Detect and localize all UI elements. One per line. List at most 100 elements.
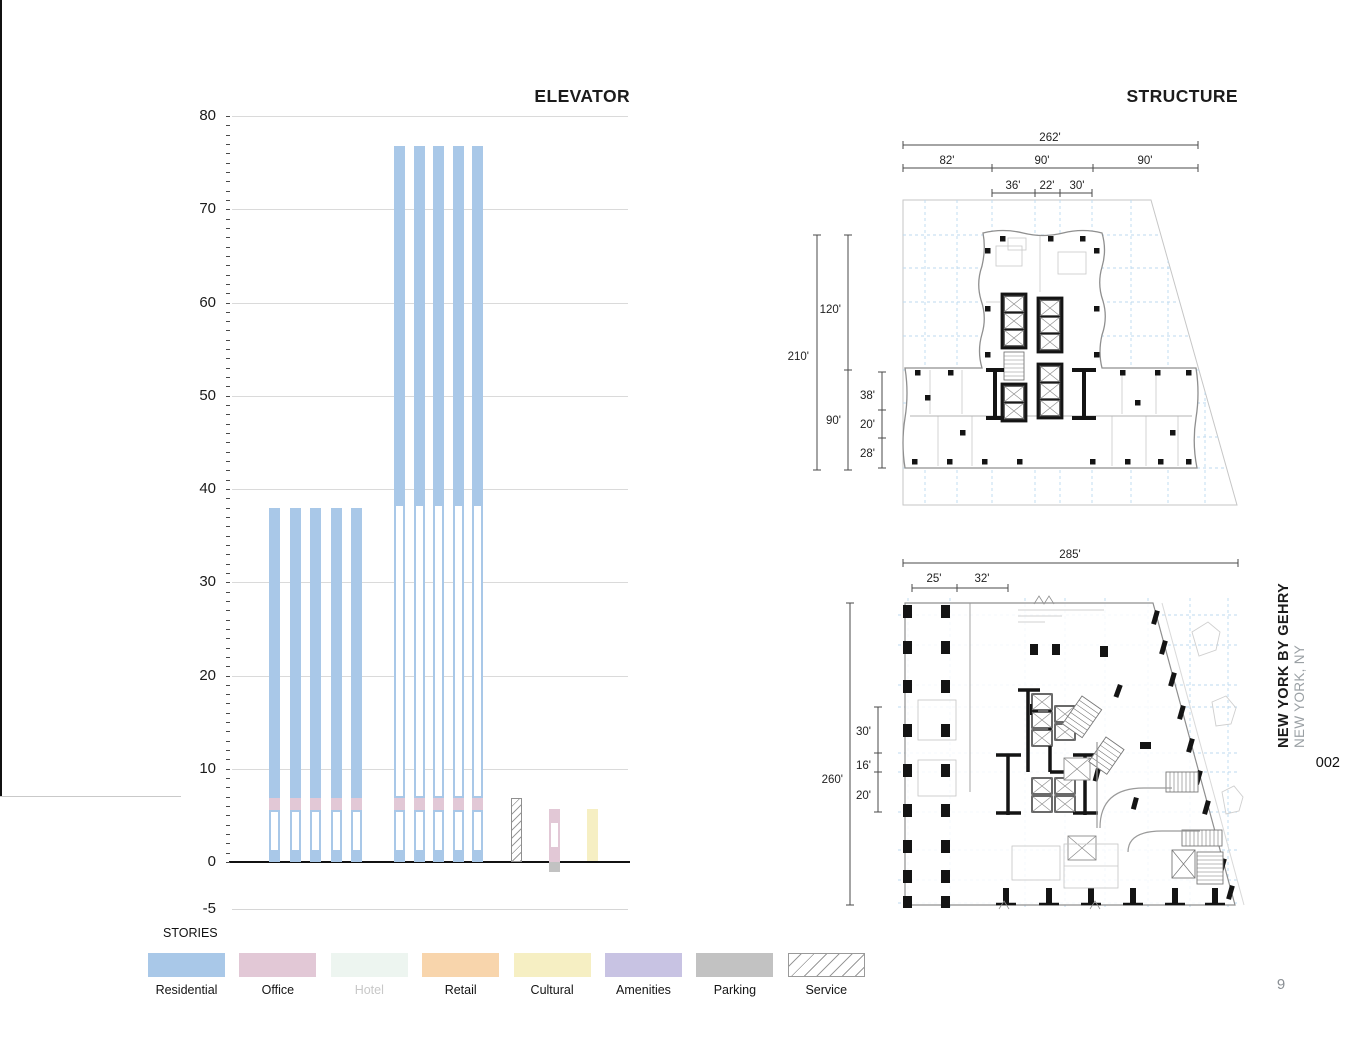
y-axis-minor-tick <box>226 852 230 854</box>
y-axis-minor-tick <box>226 647 230 649</box>
dim-core-depth-3: 20' <box>856 790 871 802</box>
low-rise-residential-elevator-residential-segment <box>269 507 280 798</box>
high-rise-residential-elevator-residential-segment <box>394 851 405 862</box>
legend-swatch-cultural <box>513 953 591 977</box>
dim-core-depth-1: 30' <box>856 726 871 738</box>
dim-overall-depth: 260' <box>822 774 843 786</box>
revolving-door-marks <box>998 595 1101 910</box>
y-axis-minor-tick <box>226 778 230 780</box>
y-axis-minor-tick <box>226 395 230 397</box>
y-axis-minor-tick <box>226 563 230 565</box>
elevator-core <box>996 688 1098 861</box>
high-rise-residential-elevator-residential-segment <box>452 503 464 798</box>
site-landscape <box>1191 621 1244 815</box>
y-axis-minor-tick <box>226 843 230 845</box>
dim-width-seg-1: 82' <box>940 155 955 167</box>
low-rise-residential-elevator-residential-segment <box>330 507 342 798</box>
y-axis-minor-tick <box>226 815 230 817</box>
y-axis-tick-label: 20 <box>199 666 216 684</box>
y-axis-minor-tick <box>226 507 230 509</box>
low-rise-residential-elevator-residential-segment <box>351 507 362 798</box>
y-axis-minor-tick <box>226 684 230 686</box>
y-axis-minor-tick <box>226 666 230 668</box>
y-axis-tick-label: 80 <box>199 107 216 124</box>
dimension-lines <box>813 141 1199 471</box>
legend-swatch-retail <box>422 953 500 977</box>
y-axis-minor-tick <box>226 218 230 220</box>
low-rise-residential-elevator-residential-segment <box>330 809 342 852</box>
y-axis-minor-tick <box>226 806 230 808</box>
legend-swatch-parking <box>696 953 774 977</box>
low-rise-residential-elevator-office-segment <box>351 797 362 810</box>
y-axis-minor-tick <box>226 759 230 761</box>
chart-gridline <box>232 302 628 304</box>
y-axis-minor-tick <box>226 321 230 323</box>
y-axis-minor-tick <box>226 377 230 379</box>
low-rise-residential-elevator-office-segment <box>310 797 321 810</box>
y-axis-minor-tick <box>226 582 230 584</box>
low-rise-residential-elevator-residential-segment <box>310 851 321 862</box>
high-rise-residential-elevator-residential-segment <box>413 851 425 862</box>
low-rise-residential-elevator-residential-segment <box>351 851 362 862</box>
legend-label-amenities: Amenities <box>616 983 671 997</box>
y-axis-minor-tick <box>226 834 230 836</box>
low-rise-residential-elevator-residential-segment <box>289 851 301 862</box>
high-rise-residential-elevator-residential-segment <box>452 809 464 852</box>
y-axis-minor-tick <box>226 703 230 705</box>
y-axis-minor-tick <box>226 190 230 192</box>
y-axis-tick-label: 70 <box>199 200 216 218</box>
y-axis-minor-tick <box>226 489 230 490</box>
y-axis-title: STORIES <box>163 926 218 940</box>
dim-width-seg-3: 90' <box>1138 155 1153 167</box>
dim-bay-seg-2: 32' <box>975 573 990 585</box>
dim-overall-depth: 210' <box>788 351 809 363</box>
y-axis-minor-tick <box>226 591 230 593</box>
legend-label-parking: Parking <box>713 983 757 997</box>
low-rise-residential-elevator-office-segment <box>330 797 342 810</box>
low-rise-residential-elevator-residential-segment <box>289 507 301 798</box>
dim-core-seg-1: 36' <box>1006 180 1021 192</box>
dim-base-seg-1: 38' <box>860 390 875 402</box>
high-rise-residential-elevator-office-segment <box>433 797 445 810</box>
high-rise-residential-elevator-residential-segment <box>472 145 484 504</box>
y-axis-minor-tick <box>226 535 230 537</box>
y-axis-minor-tick <box>226 153 230 155</box>
y-axis-tick-label: 60 <box>199 293 216 311</box>
legend-swatch-amenities <box>605 953 682 977</box>
y-axis-minor-tick <box>226 283 230 285</box>
y-axis-minor-tick <box>226 750 230 752</box>
legend-label-retail: Retail <box>444 983 477 997</box>
y-axis-minor-tick <box>226 116 230 117</box>
legend-label-hotel: Hotel <box>354 983 384 997</box>
interior-partitions <box>917 609 1119 889</box>
low-rise-residential-elevator-residential-segment <box>269 809 280 852</box>
y-axis-minor-tick <box>226 824 230 826</box>
page-number: 9 <box>1276 976 1286 993</box>
structural-columns <box>903 605 1151 908</box>
y-axis-minor-tick <box>226 442 230 444</box>
y-axis-minor-tick <box>226 451 230 453</box>
y-axis-minor-tick <box>226 414 230 416</box>
legend-label-office: Office <box>261 983 295 997</box>
y-axis-minor-tick <box>226 181 230 183</box>
project-title: NEW YORK BY GEHRY <box>1276 582 1292 748</box>
structural-columns <box>912 236 1192 465</box>
y-axis-minor-tick <box>226 862 230 863</box>
y-axis-line <box>0 0 2 796</box>
legend-swatch-residential <box>148 953 225 977</box>
high-rise-residential-elevator-residential-segment <box>452 145 464 504</box>
y-axis-minor-tick <box>226 722 230 724</box>
y-axis-minor-tick <box>226 461 230 463</box>
y-axis-minor-tick <box>226 237 230 239</box>
chart-gridline <box>232 209 628 211</box>
high-rise-residential-elevator-office-segment <box>394 797 405 810</box>
y-axis-minor-tick <box>226 358 230 360</box>
dim-overall-width: 262' <box>1039 132 1060 144</box>
y-axis-minor-tick <box>226 656 230 658</box>
sheet-number-badge: 002 <box>1315 755 1340 771</box>
chart-gridline <box>232 395 628 397</box>
low-rise-residential-elevator-residential-segment <box>269 851 280 862</box>
high-rise-residential-elevator-office-segment <box>472 797 484 810</box>
y-axis-minor-tick <box>226 293 230 295</box>
